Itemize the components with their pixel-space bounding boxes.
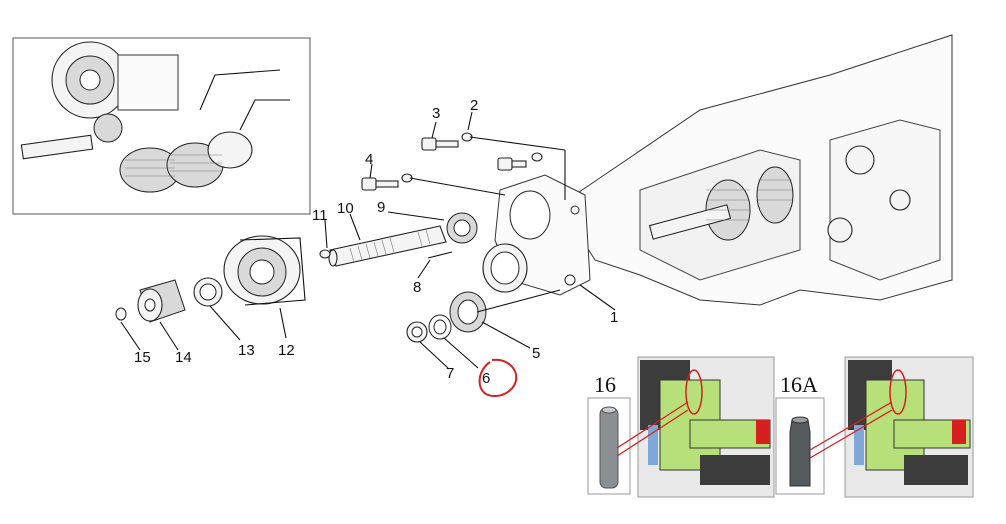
- part-10-shaft: [328, 225, 447, 267]
- callout-1: 1: [610, 309, 618, 326]
- assembly-overview-inset: [12, 37, 311, 215]
- callout-15: 15: [134, 349, 151, 366]
- tool-16-panel: 16: [587, 372, 631, 495]
- callout-3: 3: [432, 105, 440, 122]
- part-15-circlip: [115, 307, 127, 321]
- callout-10: 10: [337, 200, 354, 217]
- gearbox-housing: [559, 34, 953, 306]
- cutaway-view-left: [616, 356, 775, 498]
- callout-labels: 1 2 3 4 5 6 7 8 9 10 11 12 13 14 15: [134, 97, 618, 387]
- leader-lines: [120, 111, 616, 369]
- callout-4: 4: [365, 151, 373, 168]
- callout-7: 7: [446, 365, 454, 382]
- callout-6: 6: [482, 370, 490, 387]
- callout-2: 2: [470, 97, 478, 114]
- part-6-lock-washer: [428, 314, 452, 340]
- part-9-bearing: [446, 212, 478, 244]
- part-8-dowel: [427, 251, 453, 259]
- callout-5: 5: [532, 345, 540, 362]
- tool-16-label: 16: [594, 372, 616, 397]
- callout-8: 8: [413, 279, 421, 296]
- callout-12: 12: [278, 342, 295, 359]
- part-13-ring: [193, 277, 223, 307]
- part-1-cover-housing: [482, 174, 591, 296]
- cutaway-view-right: [809, 356, 974, 498]
- part-12-clutch-hub: [223, 235, 306, 306]
- callout-13: 13: [238, 342, 255, 359]
- part-7-nut: [406, 321, 428, 343]
- part-5-bearing: [449, 291, 487, 333]
- part-11-pin: [319, 249, 331, 259]
- highlight-circle: [478, 358, 518, 398]
- bolts-and-washers: [361, 132, 543, 191]
- callout-9: 9: [377, 199, 385, 216]
- tool-16a-panel: 16A: [775, 372, 825, 495]
- tool-16a-label: 16A: [780, 372, 818, 397]
- callout-14: 14: [175, 349, 192, 366]
- part-14-gear: [137, 279, 186, 323]
- callout-11: 11: [312, 207, 328, 224]
